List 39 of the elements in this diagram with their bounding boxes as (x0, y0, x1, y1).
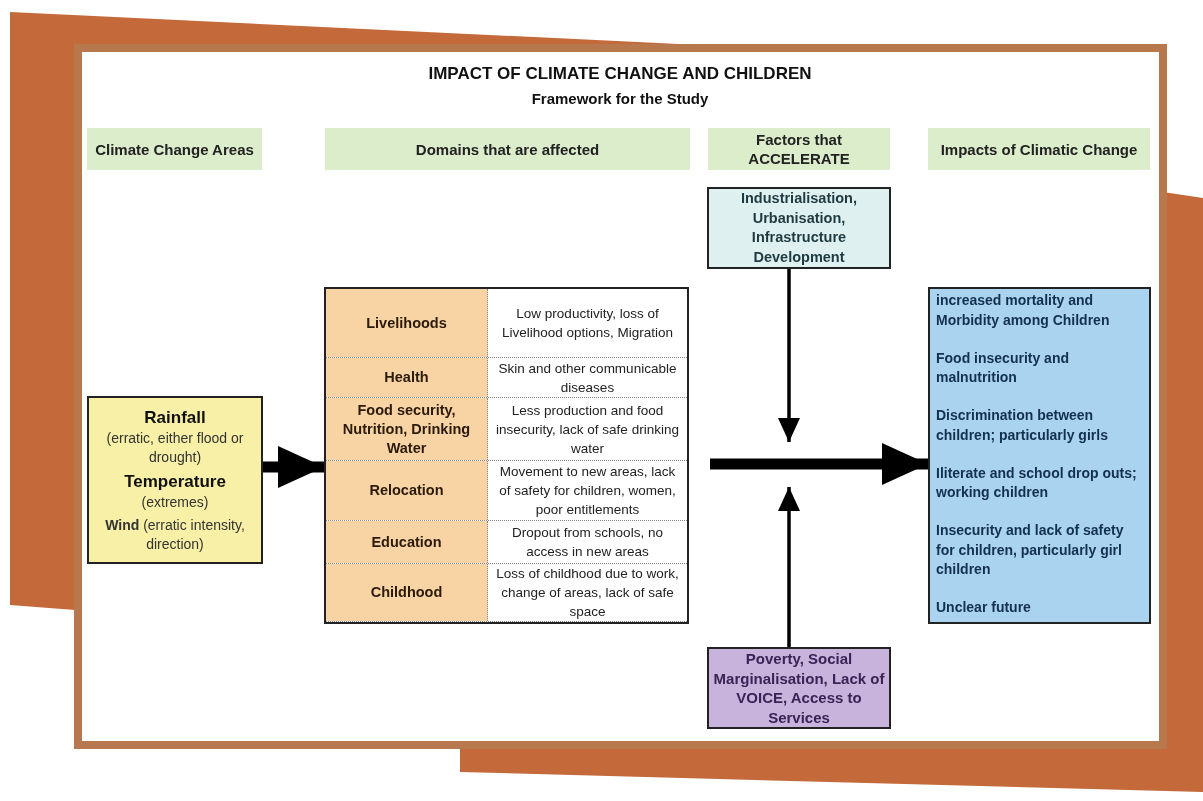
impact-item: Discrimination between children; particularly girls (936, 406, 1109, 445)
impact-item: Unclear future (936, 598, 1031, 618)
arrow (263, 446, 324, 488)
domain-cell: Food security, Nutrition, Drinking Water (326, 398, 488, 460)
climate-box (87, 396, 263, 564)
table-row (326, 398, 687, 461)
impacts-box (928, 287, 1151, 624)
arrow (778, 269, 800, 442)
table-row (326, 358, 687, 398)
climate-detail: Wind (erratic intensity, direction) (104, 515, 246, 554)
column-header: Climate Change Areas (87, 128, 262, 170)
domain-cell: Relocation (326, 461, 488, 520)
arrow (778, 487, 800, 647)
title: IMPACT OF CLIMATE CHANGE AND CHILDREN (427, 64, 813, 84)
table-row (326, 564, 687, 622)
column-header: Factors that ACCELERATE (708, 128, 890, 170)
table-row (326, 461, 687, 521)
domain-cell: Livelihoods (326, 289, 488, 357)
factor-box (707, 187, 891, 269)
column-header: Domains that are affected (325, 128, 690, 170)
table-row (326, 521, 687, 564)
subtitle: Framework for the Study (530, 90, 710, 107)
impact-item: increased mortality and Morbidity among Children (936, 291, 1111, 330)
arrow (710, 443, 928, 485)
column-header: Impacts of Climatic Change (928, 128, 1150, 170)
climate-factor: Rainfall (144, 406, 206, 429)
impact-item: Food insecurity and malnutrition (936, 348, 1070, 388)
climate-factor: Temperature (124, 470, 226, 493)
table-row (326, 289, 687, 358)
factor-text: Poverty, Social Marginalisation, Lack of VOICE, Access to Services (712, 649, 886, 727)
climate-detail: (extremes) (141, 492, 209, 512)
domain-cell: Childhood (326, 564, 488, 621)
impact-item: Iliterate and school drop outs; working children (936, 463, 1138, 503)
climate-detail: (erratic, either flood or drought) (105, 428, 245, 467)
impact-item: Insecurity and lack of safety for children, particularly girl children (936, 521, 1125, 580)
domain-cell: Health (326, 358, 488, 397)
domain-cell: Education (326, 521, 488, 563)
domains-table (324, 287, 689, 624)
factor-text: Industrialisation, Urbanisation, Infrastructure Development (740, 189, 858, 267)
